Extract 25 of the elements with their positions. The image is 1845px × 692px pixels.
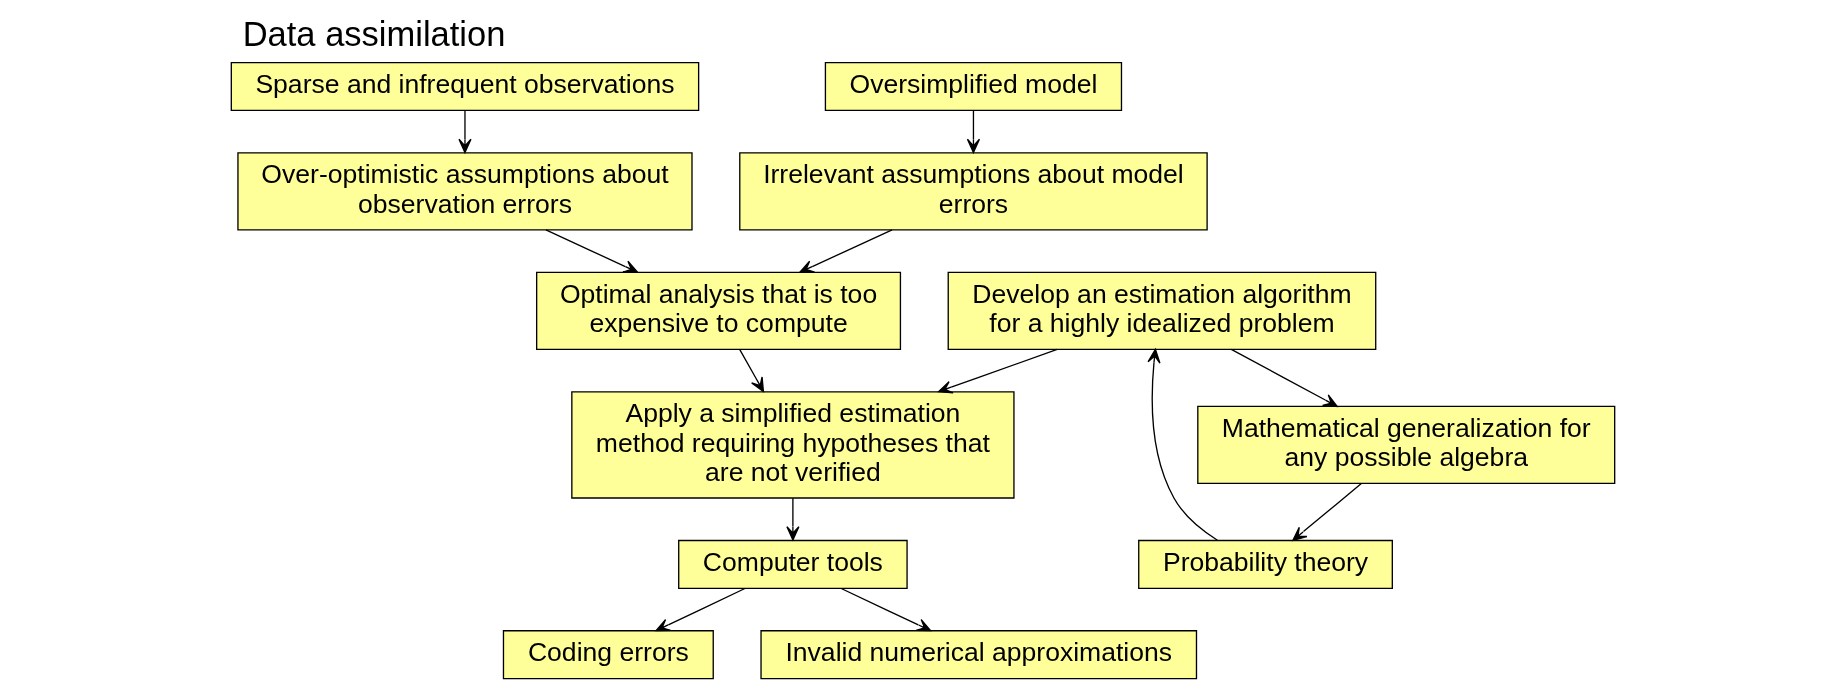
arrow [654,587,746,632]
diagram-title: Data assimilation [242,15,505,54]
node-box: Probability theory [1137,539,1393,589]
node-box: Irrelevant assumptions about model errors [738,152,1208,231]
arrow [1146,348,1218,541]
arrow [840,587,931,632]
arrow [1230,348,1338,408]
arrow [966,109,980,154]
node-box: Invalid numerical approximations [759,630,1197,680]
node-box: Mathematical generalization for any possible algebra [1196,405,1615,485]
node-box: Sparse and infrequent observations [230,61,699,111]
arrow [798,229,893,273]
node-box: Coding errors [502,630,714,680]
node-box: Optimal analysis that is too expensive to compute [535,271,901,350]
node-box: Computer tools [677,539,908,589]
arrow [457,109,472,154]
arrow [785,497,800,541]
arrow [738,348,764,393]
node-box: Apply a simplified estimation method requiring hypotheses that are not verified [570,391,1015,499]
node-box: Develop an estimation algorithm for a highly idealized problem [947,271,1376,350]
arrow [1291,482,1362,542]
node-box: Oversimplified model [824,61,1122,111]
arrow [544,229,638,273]
arrow [937,348,1058,394]
node-box: Over-optimistic assumptions about observation errors [236,152,693,231]
